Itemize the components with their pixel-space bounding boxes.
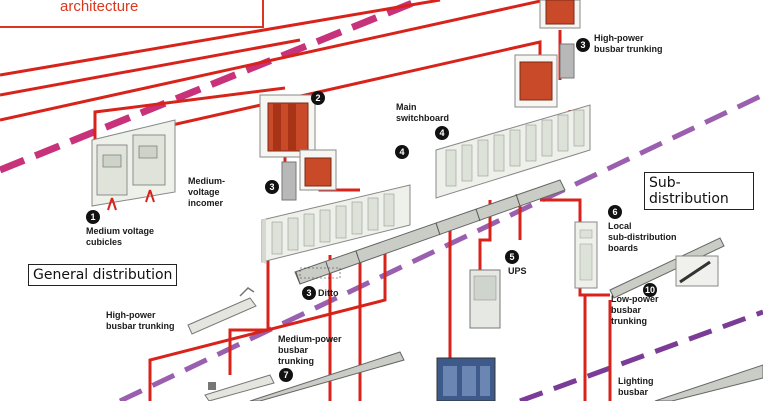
ups-unit [469, 269, 501, 329]
marker-7: 7 [279, 368, 293, 382]
busbar-stub-left [281, 161, 297, 201]
marker-1: 1 [86, 210, 100, 224]
medium-power-busbar [204, 351, 405, 401]
main-busbar-trunking [294, 179, 566, 285]
local-subdistribution-board [574, 221, 598, 289]
sub-distribution-line1: Sub- [649, 175, 681, 191]
transformer-small [299, 149, 337, 191]
transformer-2 [259, 94, 316, 158]
transformer-top [539, 0, 581, 29]
marker-10: 10 [643, 283, 657, 297]
marker-6: 6 [608, 205, 622, 219]
marker-3-ditto: 3 [302, 286, 316, 300]
marker-5: 5 [505, 250, 519, 264]
local-subdistribution-label: Local sub-distribution boards [608, 221, 677, 253]
sub-distribution-label: Sub-distribution [644, 172, 754, 210]
main-switchboard-graphic [435, 104, 591, 199]
medium-voltage-cubicles [91, 119, 176, 211]
marker-3-left: 3 [265, 180, 279, 194]
ditto-label: Ditto [318, 288, 339, 298]
main-switchboard-label: Main switchboard [396, 102, 450, 123]
marker-3-top: 3 [576, 38, 590, 52]
general-switchboard [261, 184, 411, 264]
sub-distribution-line2: distribution [649, 191, 729, 207]
medium-voltage-cubicles-label: Medium voltage cubicles [86, 226, 155, 247]
zone-boundary-middle [118, 92, 763, 401]
equipment-photo [436, 357, 496, 401]
medium-power-busbar-label: Medium-power busbar trunking [278, 334, 342, 366]
low-power-busbar-label: Low-power busbar trunking [611, 294, 659, 326]
transformer-main [514, 54, 558, 108]
lighting-busbar [654, 364, 763, 401]
title-box: architecture [0, 0, 264, 28]
low-power-busbar [609, 237, 725, 299]
general-distribution-label: General distribution [28, 264, 178, 286]
ups-label: UPS [508, 266, 527, 276]
marker-4-main: 4 [435, 126, 449, 140]
marker-4-left: 4 [395, 145, 409, 159]
high-power-busbar-top-label: High-power busbar trunking [594, 33, 663, 54]
busbar-stub-top [559, 43, 575, 79]
marker-2: 2 [311, 91, 325, 105]
zone-boundary-bottom [519, 309, 763, 401]
medium-voltage-incomer-label: Medium- voltage incomer [188, 176, 225, 208]
lighting-busbar-label: Lighting busbar [618, 376, 654, 397]
high-power-busbar-left-label: High-power busbar trunking [106, 310, 175, 331]
high-power-busbar-left [187, 287, 257, 335]
diagram-title: architecture [60, 0, 139, 15]
